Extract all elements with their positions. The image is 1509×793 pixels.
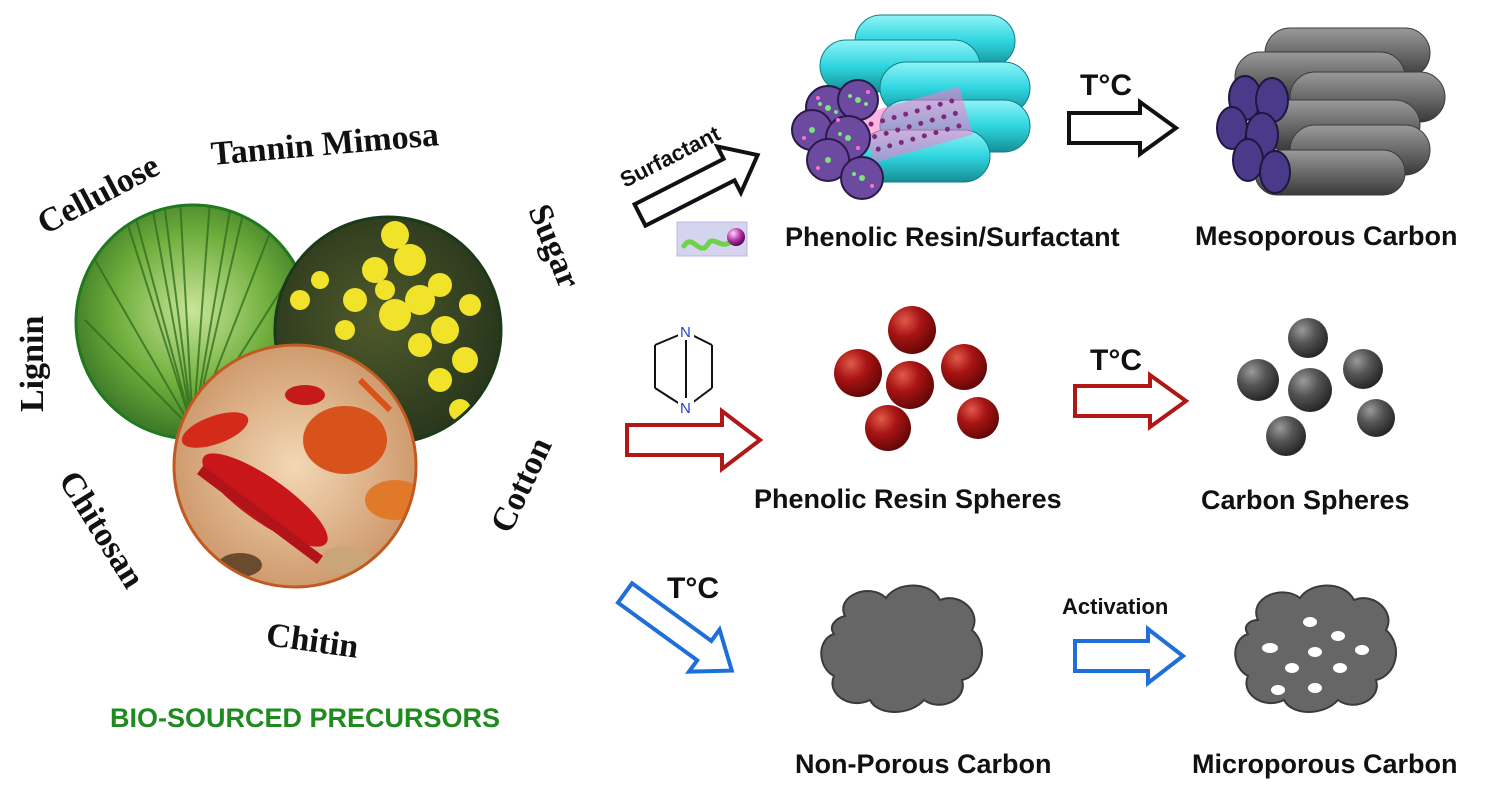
dabco-nitrogen-bottom: N: [680, 400, 691, 417]
non-porous-carbon-blob: [820, 584, 983, 713]
label-cotton: Cotton: [484, 432, 560, 538]
arrow-route3-heat: [615, 580, 735, 674]
label-phenolic-resin-surfactant: Phenolic Resin/Surfactant: [785, 222, 1120, 252]
surfactant-molecule-icon: [676, 221, 748, 257]
label-phenolic-resin-spheres: Phenolic Resin Spheres: [754, 484, 1062, 514]
carbon-spheres: [1237, 318, 1395, 456]
label-carbon-spheres: Carbon Spheres: [1201, 485, 1410, 515]
arrow-route2-reagent: [625, 406, 764, 474]
label-route1-heat: T°C: [1080, 69, 1132, 102]
micropores: [1262, 617, 1369, 695]
photo-grass-circle: [74, 203, 312, 441]
label-microporous-carbon: Microporous Carbon: [1192, 749, 1458, 779]
arrow-route2-heat: [1073, 371, 1190, 431]
arrow-route1-heat: [1067, 98, 1180, 158]
mesoporous-carbon-bundle: [1216, 27, 1446, 196]
label-route3-heat: T°C: [667, 572, 719, 605]
dabco-nitrogen-top: N: [680, 324, 691, 341]
caption-bio-sourced-precursors: BIO-SOURCED PRECURSORS: [110, 703, 500, 733]
label-chitin: Chitin: [264, 616, 361, 666]
photo-crustacean-circle: [172, 343, 418, 589]
label-non-porous-carbon: Non-Porous Carbon: [795, 749, 1052, 779]
label-tannin-mimosa: Tannin Mimosa: [209, 116, 440, 173]
arrow-surfactant: [631, 143, 761, 229]
label-activation: Activation: [1062, 594, 1168, 619]
phenolic-resin-spheres: [834, 306, 999, 451]
label-sugar: Sugar: [521, 199, 588, 293]
microporous-carbon-blob: [1234, 584, 1397, 713]
label-lignin: Lignin: [14, 316, 51, 412]
phenolic-resin-surfactant-bundle: [791, 14, 1031, 200]
label-mesoporous-carbon: Mesoporous Carbon: [1195, 221, 1458, 251]
label-route2-heat: T°C: [1090, 344, 1142, 377]
dabco-molecule-icon: N N: [654, 322, 713, 417]
label-chitosan: Chitosan: [51, 465, 152, 595]
arrow-route3-activation: [1073, 624, 1187, 688]
